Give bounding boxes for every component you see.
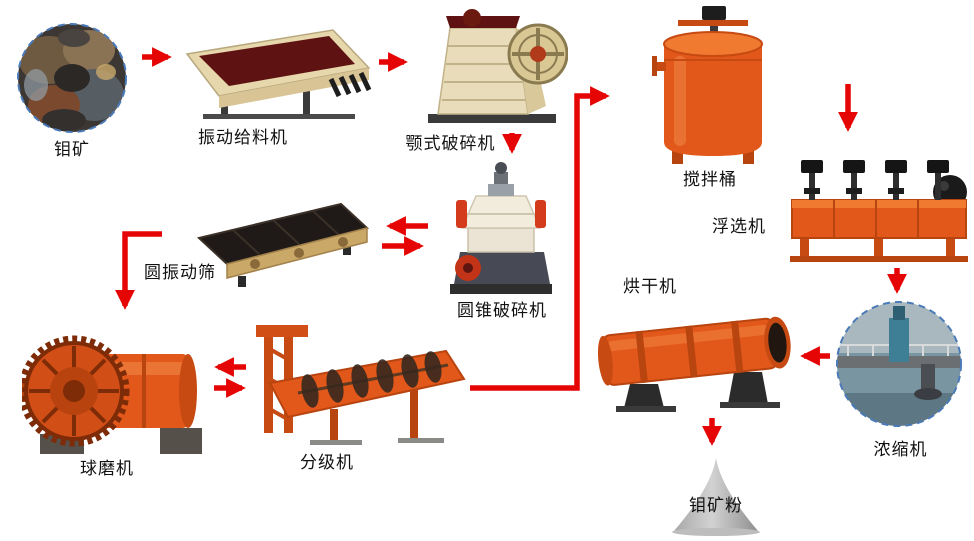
label-dryer: 烘干机 bbox=[623, 277, 677, 296]
label-jaw-crusher: 颚式破碎机 bbox=[405, 134, 496, 153]
node-molybdenum-powder bbox=[666, 455, 766, 537]
node-ball-mill bbox=[22, 316, 210, 458]
node-cone-crusher bbox=[438, 156, 566, 298]
node-mixing-tank bbox=[652, 4, 774, 166]
node-thickener bbox=[833, 298, 965, 430]
circular-vibrating-screen-illustration bbox=[196, 202, 370, 287]
label-thickener: 浓缩机 bbox=[873, 440, 928, 459]
label-ore: 钼矿 bbox=[54, 140, 90, 159]
mixing-tank-illustration bbox=[652, 6, 763, 164]
node-circular-vibrating-screen bbox=[193, 198, 375, 290]
label-circular-vibrating-screen: 圆振动筛 bbox=[144, 263, 216, 282]
powder-pile-illustration bbox=[672, 458, 760, 536]
cone-crusher-illustration bbox=[450, 162, 552, 294]
node-flotation-machine bbox=[786, 148, 972, 266]
label-molybdenum-powder: 钼矿粉 bbox=[689, 496, 743, 515]
label-cone-crusher: 圆锥破碎机 bbox=[457, 301, 547, 320]
dryer-illustration bbox=[597, 316, 791, 412]
thickener-illustration bbox=[836, 301, 962, 427]
ore-rock-illustration bbox=[17, 23, 127, 133]
node-vibrating-feeder bbox=[183, 24, 375, 124]
flotation-machine-illustration bbox=[790, 160, 968, 262]
node-ore bbox=[14, 20, 130, 136]
node-jaw-crusher bbox=[420, 6, 568, 128]
node-classifier bbox=[250, 325, 468, 447]
label-mixing-tank: 搅拌桶 bbox=[683, 170, 737, 189]
label-ball-mill: 球磨机 bbox=[80, 459, 134, 478]
node-dryer bbox=[596, 292, 800, 416]
label-vibrating-feeder: 振动给料机 bbox=[198, 128, 288, 147]
classifier-illustration bbox=[256, 325, 466, 445]
ball-mill-illustration bbox=[22, 335, 202, 454]
label-classifier: 分级机 bbox=[300, 453, 354, 472]
label-flotation-machine: 浮选机 bbox=[712, 217, 766, 236]
vibrating-feeder-illustration bbox=[185, 29, 372, 119]
jaw-crusher-illustration bbox=[428, 9, 568, 123]
